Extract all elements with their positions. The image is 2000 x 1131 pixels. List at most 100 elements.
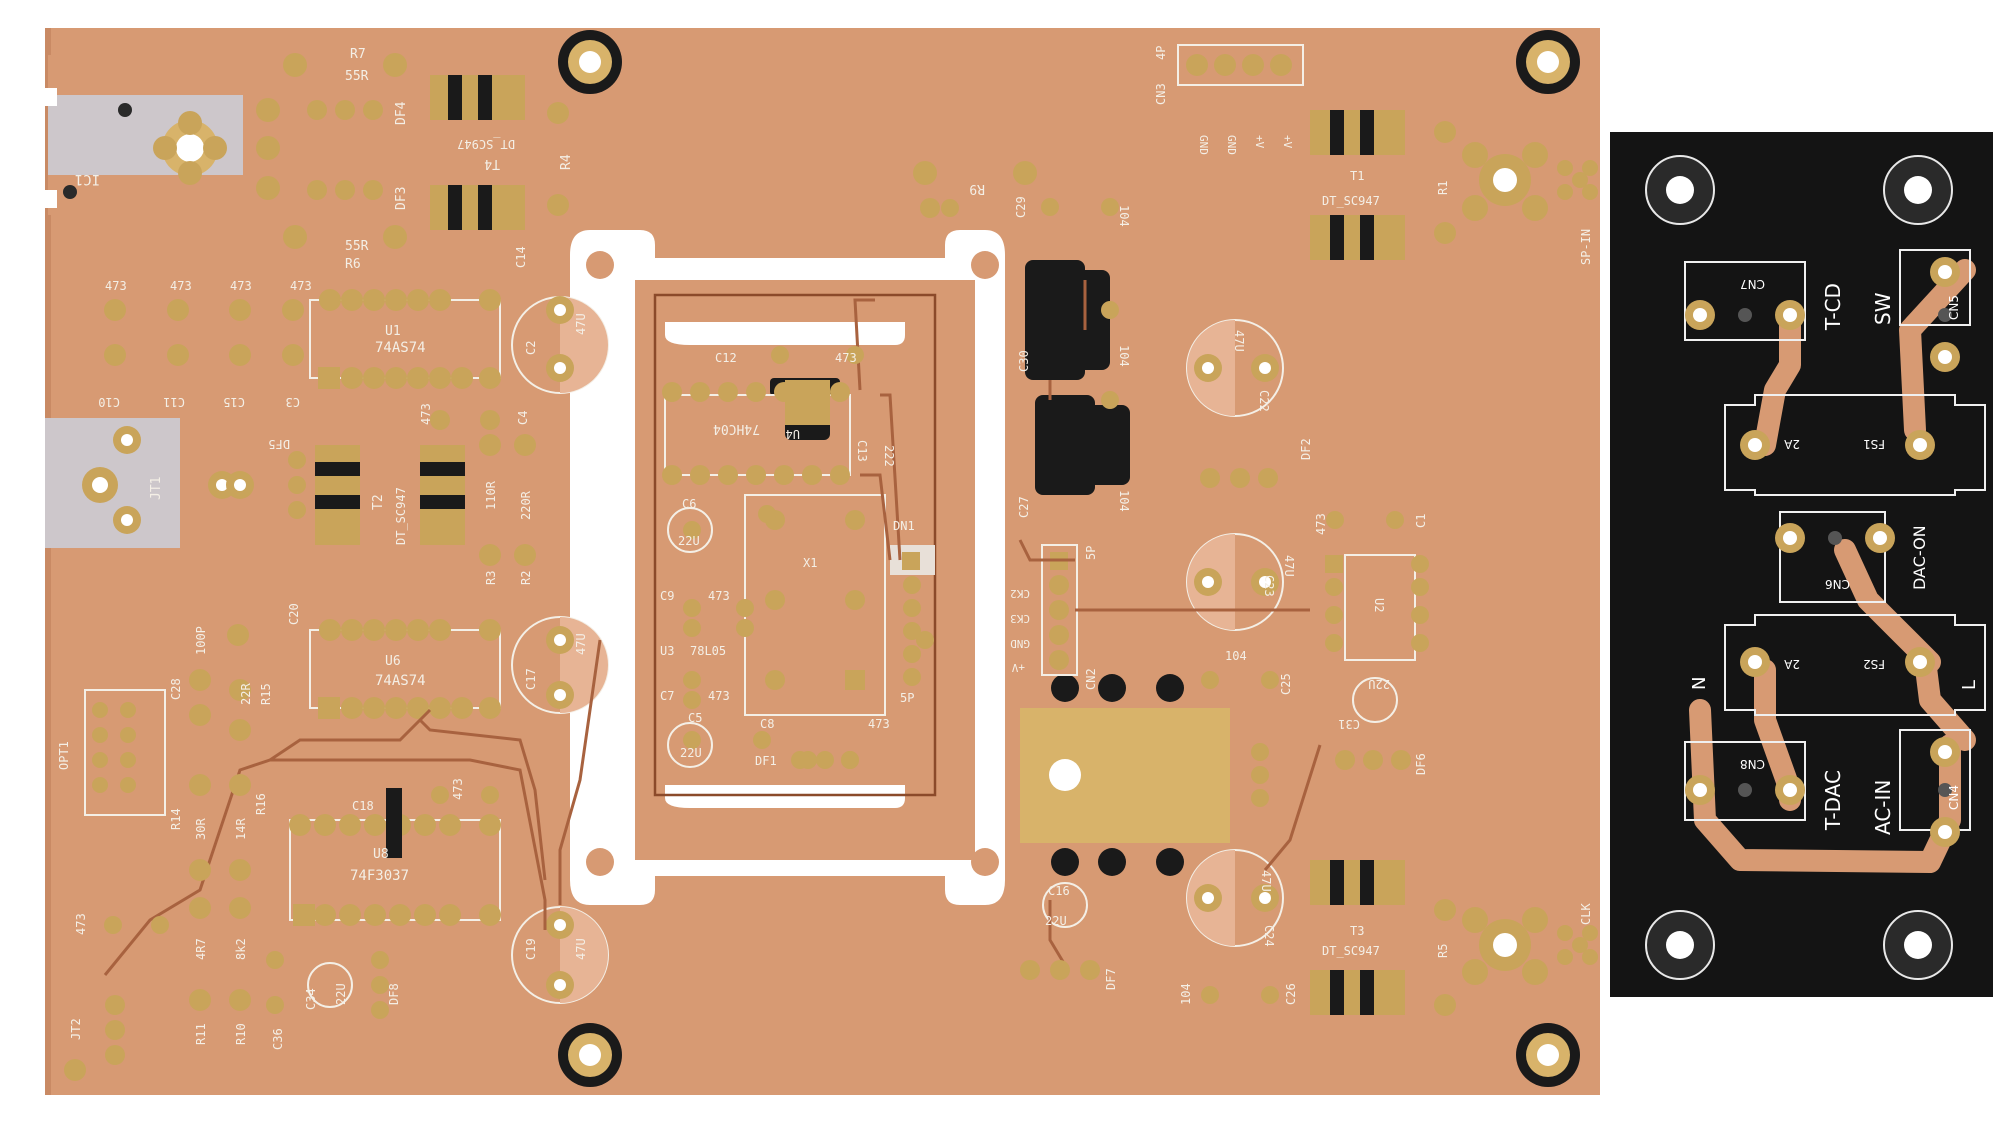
- mounting-holes-power: [1645, 155, 1953, 980]
- label-r15: R15: [259, 683, 273, 705]
- label-df8: DF8: [387, 983, 401, 1005]
- label-r5: R5: [1436, 944, 1450, 958]
- label-ck3: CK3: [1010, 612, 1030, 625]
- label-c19-val: 47U: [574, 938, 588, 960]
- label-c13: C13: [855, 440, 869, 462]
- label-c31-val: 22U: [1368, 677, 1390, 691]
- label-c36: C36: [271, 1028, 285, 1050]
- label-c1: C1: [1414, 514, 1428, 528]
- label-r4: R4: [559, 154, 574, 170]
- label-c20: C20: [287, 603, 301, 625]
- ic-u1: [309, 289, 501, 389]
- label-c24: C24: [1262, 925, 1276, 947]
- label-c6: C6: [682, 497, 696, 511]
- label-fs1-val: 2A: [1783, 437, 1800, 451]
- label-t2-type: DT_SC947: [394, 487, 408, 545]
- label-c15: C15: [223, 395, 245, 409]
- label-ac-in: AC-IN: [1871, 780, 1895, 835]
- label-c25-val: 104: [1225, 649, 1247, 663]
- label-fs2: FS2: [1863, 657, 1885, 671]
- header-dn1: [890, 545, 935, 686]
- label-r2-val: 220R: [519, 490, 533, 520]
- label-c10: C10: [98, 395, 120, 409]
- silkscreen-labels: R7 55R 55R R6 DF4 DF3 T4 DT_SC947 R4 C14…: [57, 46, 1593, 1050]
- label-u1: U1: [385, 324, 401, 339]
- label-u4-chip: 74HC04: [713, 421, 760, 436]
- label-c23: C23: [1262, 575, 1276, 597]
- electrolytic-capacitors: [511, 296, 1284, 1004]
- label-c30-val: 104: [1117, 345, 1131, 367]
- label-c34-val: 22U: [334, 983, 348, 1005]
- label-c19: C19: [524, 938, 538, 960]
- label-c22-val: 47U: [1232, 330, 1246, 352]
- ic1-heat-plate: IC1: [45, 55, 243, 215]
- label-c16: C16: [1048, 884, 1070, 898]
- label-t-dac: T-DAC: [1821, 770, 1845, 831]
- label-fs2-val: 2A: [1783, 657, 1800, 671]
- label-c9-val: 473: [708, 589, 730, 603]
- ic-u2: [1325, 554, 1429, 661]
- transistors: [315, 75, 1405, 1015]
- label-t3-type: DT_SC947: [1322, 944, 1380, 958]
- label-fs1: FS1: [1863, 437, 1885, 451]
- opt1: [84, 689, 166, 816]
- label-cn3-v1: +V: [1253, 135, 1266, 149]
- label-r7-val: 55R: [345, 69, 369, 84]
- label-c23-val: 47U: [1282, 555, 1296, 577]
- label-c12-val: 473: [835, 351, 857, 365]
- label-c11: C11: [163, 395, 185, 409]
- traces: [103, 280, 1322, 976]
- label-r9: R9: [969, 181, 985, 196]
- label-c3: C3: [286, 395, 300, 409]
- label-r6: R6: [345, 257, 361, 272]
- label-r6-val: 55R: [345, 239, 369, 254]
- main-board: IC1 JT1: [45, 28, 1600, 1095]
- label-u8-chip: 74F3037: [350, 868, 409, 884]
- label-t4: T4: [484, 156, 500, 171]
- power-board: CN7 T-CD CN5 SW FS1 2A CN6 DAC-ON FS2 2A…: [1600, 132, 1993, 997]
- label-r16-val: 14R: [234, 818, 248, 840]
- regulator-heat-pad: [1020, 674, 1269, 876]
- label-c7: C7: [660, 689, 674, 703]
- label-cn7: CN7: [1740, 277, 1765, 291]
- label-dac-on: DAC-ON: [1910, 525, 1929, 590]
- label-c12: C12: [715, 351, 737, 365]
- label-cn6: CN6: [1825, 577, 1850, 591]
- label-u1-chip: 74AS74: [375, 340, 426, 356]
- label-sp-in: SP-IN: [1579, 229, 1593, 265]
- label-u4: U4: [786, 427, 800, 441]
- label-u3-chip: 78L05: [690, 644, 726, 658]
- label-r7: R7: [350, 47, 366, 62]
- label-t1: T1: [1350, 169, 1364, 183]
- small-electrolytics: [307, 507, 1398, 1008]
- label-c18-val: 473: [451, 778, 465, 800]
- component-pads: [64, 53, 1456, 1081]
- jt1-label: JT1: [149, 477, 164, 500]
- label-u2: U2: [1372, 598, 1386, 612]
- label-df5: DF5: [268, 437, 290, 451]
- label-r14-val: 30R: [194, 818, 208, 840]
- label-r11: R11: [194, 1023, 208, 1045]
- clk-terminal: [1462, 907, 1598, 985]
- label-c14: C14: [514, 246, 528, 268]
- label-t2: T2: [371, 494, 386, 510]
- label-cn8: CN8: [1740, 757, 1765, 771]
- label-r3-val: 110R: [484, 480, 498, 510]
- label-473-left: 473: [74, 913, 88, 935]
- label-r16: R16: [254, 793, 268, 815]
- label-cn3: CN3: [1154, 83, 1168, 105]
- label-cn3-v2: +V: [1281, 135, 1294, 149]
- label-c1-val: 473: [1314, 513, 1328, 535]
- label-c27: C27: [1017, 496, 1031, 518]
- label-t3: T3: [1350, 924, 1364, 938]
- label-u6-chip: 74AS74: [375, 673, 426, 689]
- label-c5: C5: [688, 711, 702, 725]
- label-c5-val: 22U: [680, 746, 702, 760]
- label-c22: C22: [1257, 390, 1271, 412]
- label-dn1: DN1: [893, 519, 915, 533]
- label-c8-val: 473: [868, 717, 890, 731]
- label-r3: R3: [484, 571, 498, 585]
- smd-area: [770, 260, 1130, 495]
- label-r2: R2: [519, 571, 533, 585]
- label-t4-type: DT_SC947: [457, 137, 515, 151]
